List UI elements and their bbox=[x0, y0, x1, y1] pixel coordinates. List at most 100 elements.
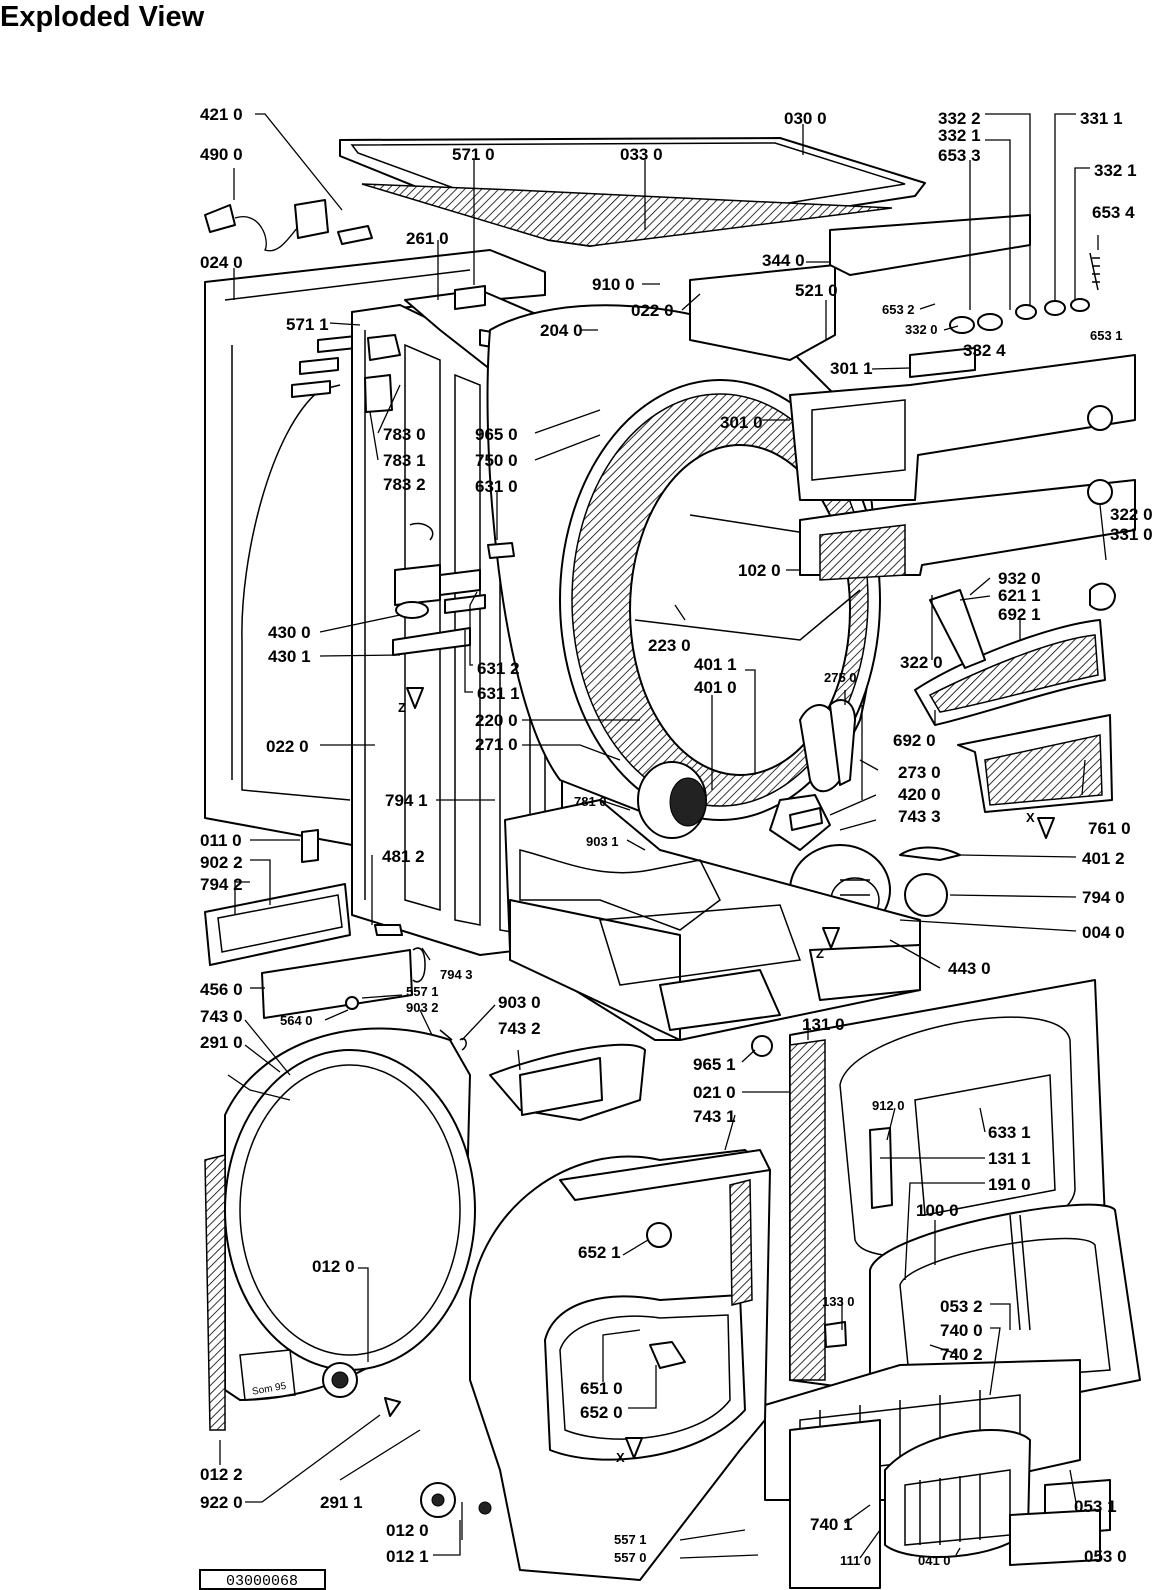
callout-label: 794 0 bbox=[1082, 888, 1125, 907]
callout-label: 332 1 bbox=[938, 126, 981, 145]
callout-label: 041 0 bbox=[918, 1553, 951, 1568]
callout-label: 903 1 bbox=[586, 834, 619, 849]
callout-label: 692 0 bbox=[893, 731, 936, 750]
callout-label: 322 0 bbox=[900, 653, 943, 672]
callout-label: 653 1 bbox=[1090, 328, 1123, 343]
callout-label: 291 0 bbox=[200, 1033, 243, 1052]
parts-drawing bbox=[204, 137, 1141, 1589]
callout-label: 564 0 bbox=[280, 1013, 313, 1028]
callout-label: 740 2 bbox=[940, 1345, 983, 1364]
callout-label: 621 1 bbox=[998, 586, 1041, 605]
front-frame bbox=[420, 1149, 771, 1581]
callout-label: 204 0 bbox=[540, 321, 583, 340]
callout-label: 401 2 bbox=[1082, 849, 1125, 868]
callout-label: 631 2 bbox=[477, 659, 520, 678]
callout-label: 743 2 bbox=[498, 1019, 541, 1038]
small-bracket bbox=[345, 996, 646, 1121]
callout-label: 301 1 bbox=[830, 359, 873, 378]
callout-label: 131 0 bbox=[802, 1015, 845, 1034]
callout-label: 743 3 bbox=[898, 807, 941, 826]
callout-label: 021 0 bbox=[693, 1083, 736, 1102]
callout-label: 794 1 bbox=[385, 791, 428, 810]
callout-label: 652 1 bbox=[578, 1243, 621, 1262]
callout-label: 223 0 bbox=[648, 636, 691, 655]
callout-label: 332 0 bbox=[905, 322, 938, 337]
callout-label: 261 0 bbox=[406, 229, 449, 248]
document-number-box: 03000068 bbox=[199, 1569, 326, 1590]
callout-label: 653 2 bbox=[882, 302, 915, 317]
callout-label: 910 0 bbox=[592, 275, 635, 294]
callout-label: 456 0 bbox=[200, 980, 243, 999]
callout-label: 301 0 bbox=[720, 413, 763, 432]
callout-label: 420 0 bbox=[898, 785, 941, 804]
callout-label: 275 0 bbox=[824, 670, 857, 685]
callout-label: 743 0 bbox=[200, 1007, 243, 1026]
callout-label: 012 0 bbox=[386, 1521, 429, 1540]
callout-label: 004 0 bbox=[1082, 923, 1125, 942]
callout-label: 100 0 bbox=[916, 1201, 959, 1220]
top-cover bbox=[339, 137, 926, 247]
callout-label: 653 3 bbox=[938, 146, 981, 165]
callout-label: 012 0 bbox=[312, 1257, 355, 1276]
callout-label: 481 2 bbox=[382, 847, 425, 866]
callout-label: 024 0 bbox=[200, 253, 243, 272]
callout-label: 131 1 bbox=[988, 1149, 1031, 1168]
callout-label: 571 1 bbox=[286, 315, 329, 334]
callout-label: 692 1 bbox=[998, 605, 1041, 624]
callout-label: 740 1 bbox=[810, 1515, 853, 1534]
leader-lines bbox=[219, 113, 1107, 1559]
condenser-unit bbox=[764, 1359, 1111, 1589]
callout-label: 011 0 bbox=[200, 831, 242, 850]
document-number: 03000068 bbox=[226, 1573, 298, 1590]
callout-label: 332 4 bbox=[963, 341, 1006, 360]
callout-label: 743 1 bbox=[693, 1107, 736, 1126]
callout-label: 421 0 bbox=[200, 105, 243, 124]
callout-label: 053 2 bbox=[940, 1297, 983, 1316]
callout-label: 761 0 bbox=[1088, 819, 1131, 838]
callout-label: 633 1 bbox=[988, 1123, 1031, 1142]
callout-label: 332 2 bbox=[938, 109, 981, 128]
callout-label: 291 1 bbox=[320, 1493, 363, 1512]
callout-label: 631 0 bbox=[475, 477, 518, 496]
callout-label: 271 0 bbox=[475, 735, 518, 754]
callout-label: 430 0 bbox=[268, 623, 311, 642]
callout-label: 033 0 bbox=[620, 145, 663, 164]
callout-label: 022 0 bbox=[631, 301, 674, 320]
direction-marker: X bbox=[1026, 810, 1035, 825]
callout-label: 922 0 bbox=[200, 1493, 243, 1512]
callout-label: 273 0 bbox=[898, 763, 941, 782]
callout-label: 651 0 bbox=[580, 1379, 623, 1398]
callout-label: 322 0 bbox=[1110, 505, 1153, 524]
direction-arrows bbox=[384, 687, 1055, 1459]
callout-label: 102 0 bbox=[738, 561, 781, 580]
callout-label: 191 0 bbox=[988, 1175, 1031, 1194]
callout-label: 740 0 bbox=[940, 1321, 983, 1340]
callout-label: 783 0 bbox=[383, 425, 426, 444]
callout-label: 794 2 bbox=[200, 875, 243, 894]
callout-label: 111 0 bbox=[840, 1553, 871, 1568]
callout-label: 783 1 bbox=[383, 451, 426, 470]
callout-label: 750 0 bbox=[475, 451, 518, 470]
base-condenser bbox=[504, 799, 921, 1041]
callout-label: 490 0 bbox=[200, 145, 243, 164]
callout-label: 571 0 bbox=[452, 145, 495, 164]
callout-label: 912 0 bbox=[872, 1098, 905, 1113]
callout-label: 902 2 bbox=[200, 853, 243, 872]
callout-label: 022 0 bbox=[266, 737, 309, 756]
callout-label: 557 1 bbox=[614, 1532, 647, 1547]
callout-label: 652 0 bbox=[580, 1403, 623, 1422]
callout-label: 344 0 bbox=[762, 251, 805, 270]
callout-label: 653 4 bbox=[1092, 203, 1135, 222]
callout-label: 401 1 bbox=[694, 655, 737, 674]
callout-label: 030 0 bbox=[784, 109, 827, 128]
small-parts-left bbox=[204, 829, 426, 1019]
callout-label: 443 0 bbox=[948, 959, 991, 978]
callout-label: 012 2 bbox=[200, 1465, 243, 1484]
lint-filter bbox=[914, 589, 1113, 813]
callout-label: 331 0 bbox=[1110, 525, 1153, 544]
page-title: Exploded View bbox=[0, 1, 205, 33]
callout-label: 783 2 bbox=[383, 475, 426, 494]
callout-label: 220 0 bbox=[475, 711, 518, 730]
callout-label: 903 2 bbox=[406, 1000, 439, 1015]
